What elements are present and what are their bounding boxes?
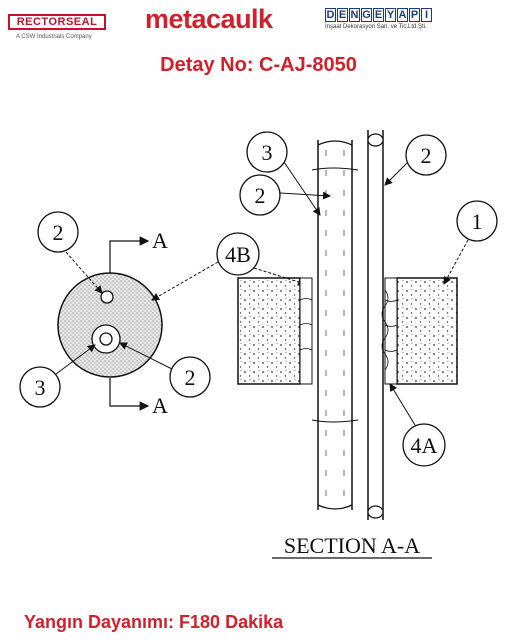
plan-label-a-bottom: A	[152, 393, 168, 418]
dengeyapi-letter: N	[349, 8, 360, 22]
right-pipe	[367, 130, 384, 520]
section-label-left-pipe: 2	[255, 183, 266, 208]
plan-label-sealant: 4B	[225, 242, 251, 267]
page-title: Detay No: C-AJ-8050	[160, 54, 357, 76]
dengeyapi-letter: Y	[385, 8, 396, 22]
left-insulated-pipe	[311, 140, 359, 510]
dengeyapi-letter: I	[421, 8, 432, 22]
rectorseal-logo-text: RECTORSEAL	[16, 16, 98, 28]
plan-callout-2-bottom	[169, 356, 211, 398]
plan-label-top-pipe: 2	[53, 220, 64, 245]
dengeyapi-letter: P	[409, 8, 420, 22]
section-label-right-pipe: 2	[421, 143, 432, 168]
plan-view	[19, 211, 306, 411]
plan-callout-3	[19, 366, 61, 408]
dengeyapi-letter: D	[325, 8, 336, 22]
sealant-4a-profile	[381, 289, 389, 371]
wall-left	[237, 277, 301, 385]
metacaulk-logo: metacaulk	[145, 4, 273, 34]
dengeyapi-letter: E	[337, 8, 348, 22]
section-callout-3	[246, 131, 288, 173]
section-callout-1	[456, 200, 498, 242]
plan-label-bottom-pipe: 2	[185, 365, 196, 390]
section-callout-2-right	[405, 134, 447, 176]
plan-label-a-top: A	[152, 228, 168, 253]
section-label-insulation: 3	[262, 140, 273, 165]
section-label-wall: 1	[472, 209, 483, 234]
rectorseal-tagline: A CSW Industrials Company	[16, 34, 92, 40]
plan-top-pipe	[100, 290, 114, 304]
header: RECTORSEAL A CSW Industrials Company met…	[0, 0, 517, 55]
dengeyapi-letter: G	[361, 8, 372, 22]
section-caption: SECTION A-A	[284, 533, 420, 558]
rectorseal-logo: RECTORSEAL A CSW Industrials Company	[8, 8, 108, 52]
dengeyapi-letter: E	[373, 8, 384, 22]
dengeyapi-subtitle: İnşaat Dekorasyon San. ve Tic.Ltd.Şti.	[325, 24, 427, 30]
section-callout-4a	[402, 423, 446, 467]
section-cut-bottom	[109, 378, 150, 411]
plan-callout-2-top	[37, 211, 79, 253]
plan-label-insulation: 3	[35, 375, 46, 400]
section-label-sealant-bottom: 4A	[411, 433, 438, 458]
callout-4b	[216, 232, 260, 276]
wall-right	[396, 277, 458, 385]
fire-rating-footer: Yangın Dayanımı: F180 Dakika	[24, 612, 284, 632]
section-callout-2-left	[239, 174, 281, 216]
section-view	[237, 130, 498, 520]
sealant-band-left	[299, 277, 313, 385]
plan-bottom-pipe	[99, 332, 113, 346]
section-cut-top	[109, 236, 150, 273]
dengeyapi-letter: A	[397, 8, 408, 22]
